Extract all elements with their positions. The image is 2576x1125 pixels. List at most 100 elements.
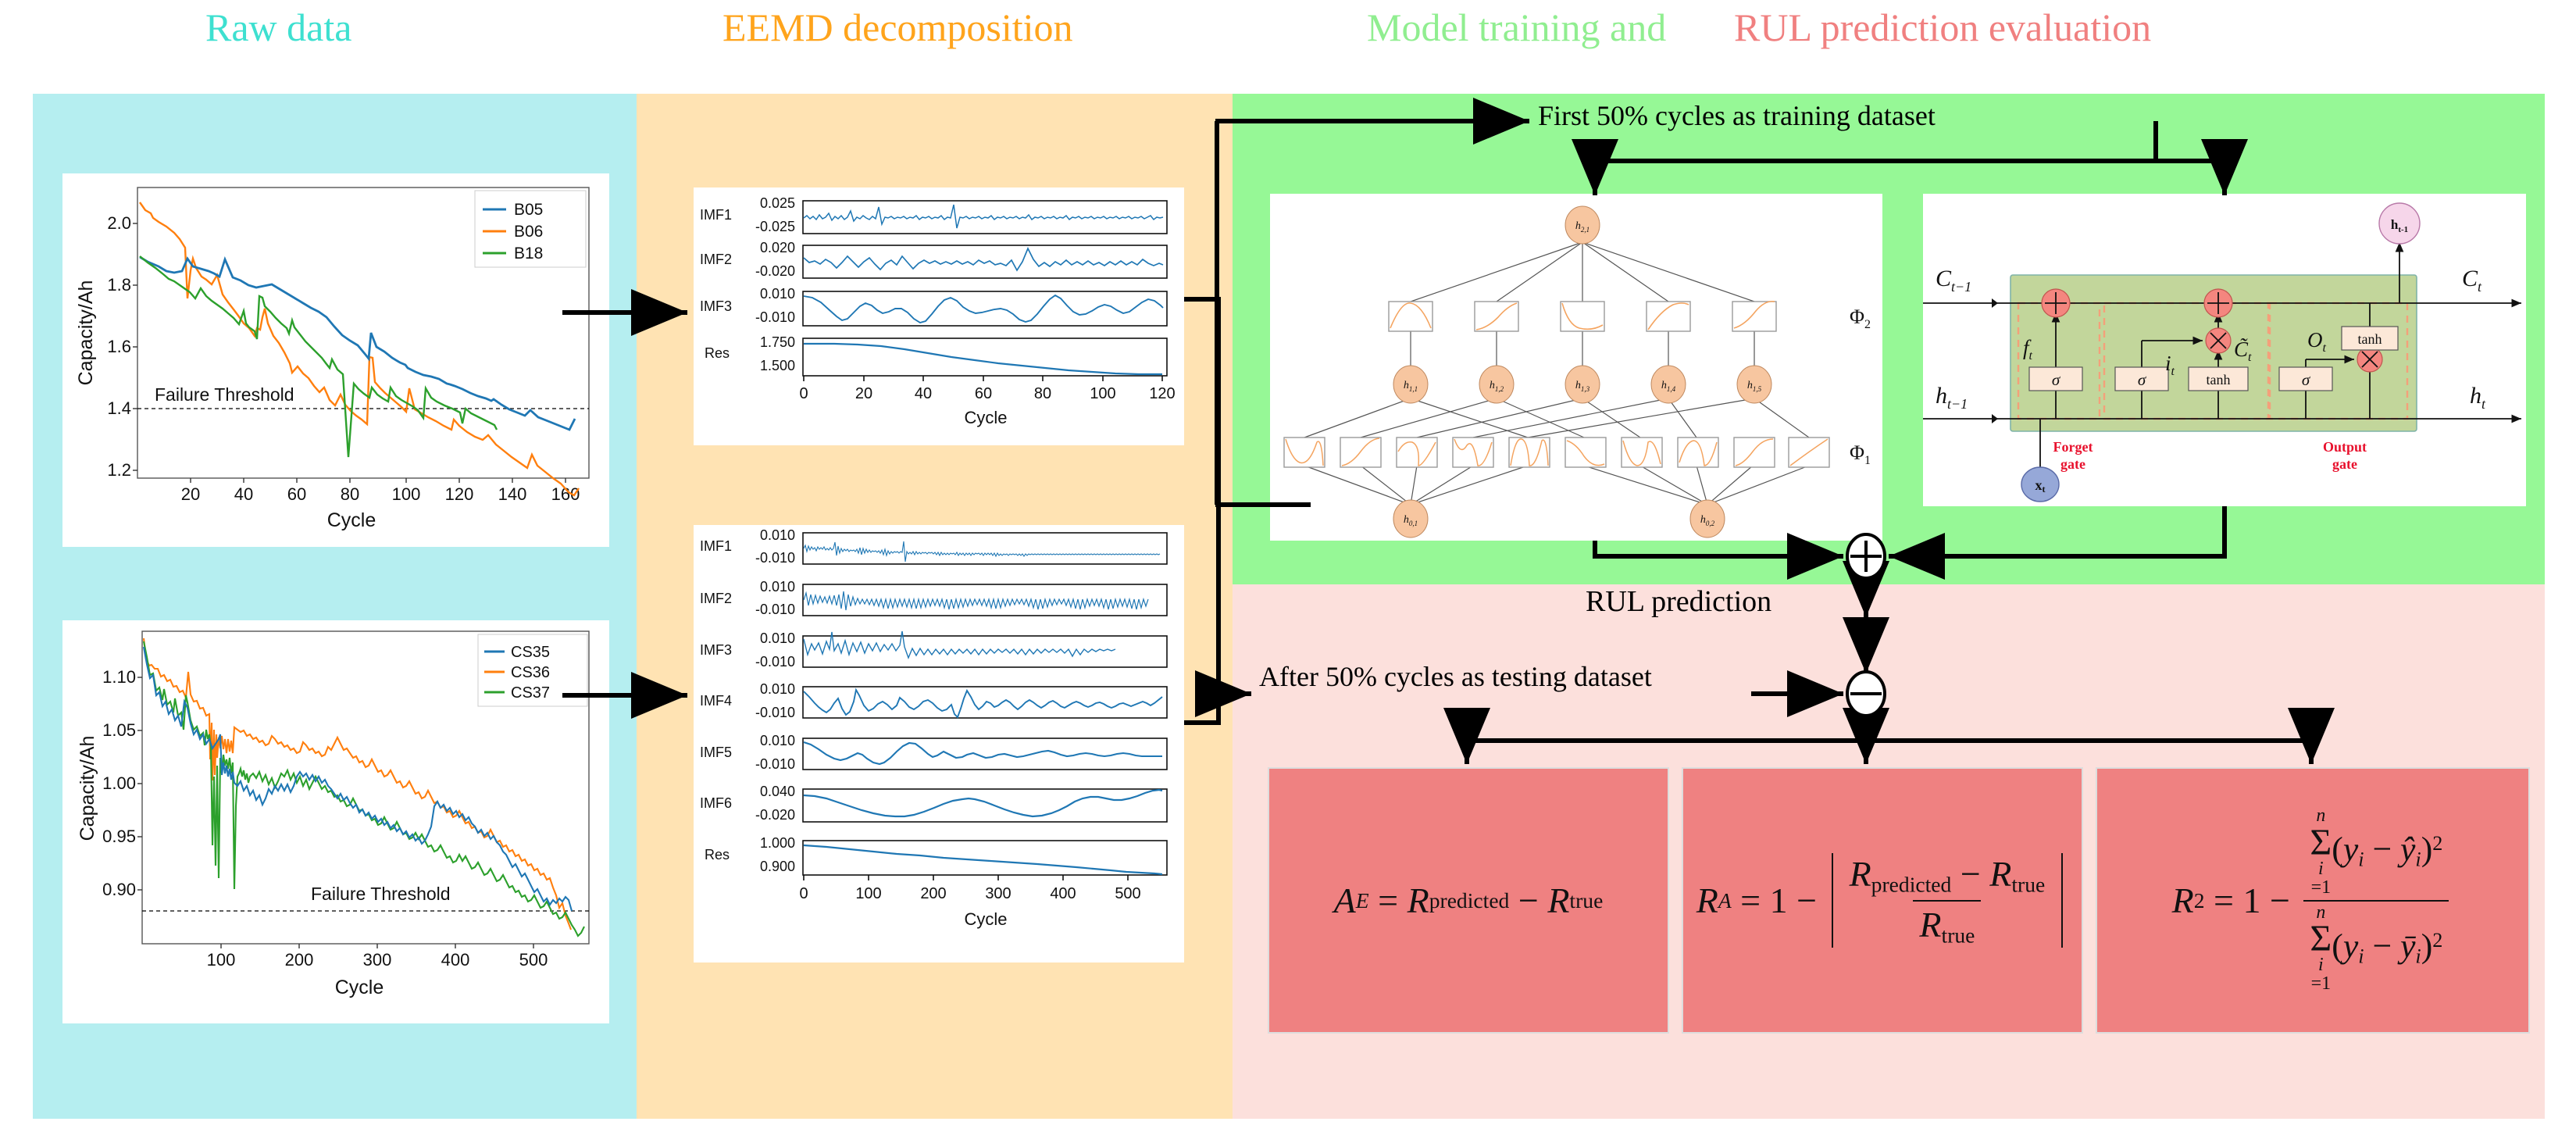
kan-node-input: h0,1 [1393,499,1429,538]
label-rul-prediction: RUL prediction [1586,585,1772,618]
svg-text:120: 120 [1149,385,1175,402]
eemd2-ymin-imf4: -0.010 [755,705,795,720]
section-header-raw-data: Raw data [205,5,352,49]
svg-text:120: 120 [445,484,474,504]
eemd2-label-imf5: IMF5 [700,745,732,760]
kan-phi1-box [1508,437,1550,468]
series-b05 [139,255,576,431]
section-header-eemd: EEMD decomposition [722,5,1073,49]
difference-minus-operator [1846,670,1886,717]
eemd2-label-imf6: IMF6 [700,795,732,811]
series-cs37 [142,641,585,938]
kan-phi1-box [1340,437,1382,468]
eemd-ymin-imf1: -0.025 [755,219,795,234]
eemd2-ymax-imf5: 0.010 [760,733,795,748]
eemd2-ymin-imf2: -0.010 [755,602,795,617]
svg-text:20: 20 [855,385,872,402]
eemd2-ymax-imf3: 0.010 [760,630,795,646]
diagram-lstm-cell: σ σ tanh σ tanh ht-1 [1923,194,2526,506]
svg-text:0.95: 0.95 [102,827,136,846]
eemd2-label-imf1: IMF1 [700,538,732,554]
svg-text:400: 400 [441,950,470,970]
lstm-gate-tanh-output: tanh [2341,326,2399,351]
eemd-label-imf1: IMF1 [700,207,732,223]
eemd2-ymax-res: 1.000 [760,835,795,851]
kan-phi1-box [1565,437,1607,468]
legend-b18: B18 [514,245,543,262]
svg-text:1.2: 1.2 [107,460,131,480]
lstm-node-x-input: xt [2021,466,2060,502]
svg-text:1.6: 1.6 [107,337,131,356]
lstm-op-plus [2041,288,2071,318]
kan-phi2-box [1560,301,1605,332]
failure-threshold-label: Failure Threshold [311,884,451,904]
lstm-label-c-t: Ct [2462,266,2482,295]
svg-text:tanh: tanh [2207,372,2231,388]
failure-threshold-label: Failure Threshold [155,384,294,405]
eemd2-label-imf2: IMF2 [700,591,732,606]
kan-phi1-box [1621,437,1663,468]
series-b06 [139,202,580,497]
svg-text:60: 60 [287,484,306,504]
legend-b05: B05 [514,201,543,219]
kan-phi1-box [1733,437,1775,468]
svg-text:400: 400 [1050,885,1076,902]
kan-phi1-box [1452,437,1494,468]
svg-text:80: 80 [341,484,359,504]
svg-text:0: 0 [799,885,808,902]
axis-label-x: Cycle [964,408,1007,427]
svg-text:500: 500 [519,950,548,970]
svg-text:1.05: 1.05 [102,720,136,740]
axis-label-x: Cycle [327,509,376,531]
lstm-label-c-tilde: C̃t [2234,338,2252,364]
axis-label-x: Cycle [335,977,384,998]
chart-eemd-calce: IMF1 0.010 -0.010 IMF2 0.010 -0.010 IMF3… [694,525,1184,962]
label-testing-dataset: After 50% cycles as testing dataset [1259,661,1652,692]
eemd2-ymin-res: 0.900 [760,859,795,874]
diagram-kan-network: h2,1 h1,1 h1,2 h1,3 h1,4 h1,5 h0,1 h0,2 … [1270,194,1882,541]
svg-text:1.10: 1.10 [102,667,136,687]
svg-text:80: 80 [1034,385,1051,402]
eemd2-ymin-imf3: -0.010 [755,654,795,670]
series-cs35 [142,646,573,912]
axis-label-y: Capacity/Ah [75,280,97,386]
lstm-gate-name-forget-2: gate [2060,456,2085,472]
kan-node-output: h2,1 [1565,205,1600,245]
svg-text:200: 200 [920,885,946,902]
svg-text:σ: σ [2302,370,2311,389]
kan-node-hidden: h1,4 [1650,365,1686,404]
lstm-op-plus [2203,288,2233,318]
eemd-ymax-imf1: 0.025 [760,195,795,211]
kan-node-input: h0,2 [1689,499,1725,538]
legend-cs37: CS37 [511,684,550,702]
legend-b06: B06 [514,223,543,241]
lstm-gate-sigmoid-output: σ [2278,366,2333,391]
lstm-gate-name-output: Output [2323,439,2367,455]
eemd-ymin-res: 1.500 [760,358,795,373]
svg-text:tanh: tanh [2358,331,2382,347]
svg-text:20: 20 [181,484,200,504]
series-b18 [139,255,498,458]
eemd-label-imf3: IMF3 [700,298,732,314]
kan-phi1-box [1396,437,1438,468]
svg-text:1.8: 1.8 [107,275,131,295]
svg-text:40: 40 [234,484,253,504]
svg-text:100: 100 [855,885,881,902]
lstm-gate-name-output-2: gate [2332,456,2357,472]
svg-text:140: 140 [498,484,527,504]
kan-node-hidden: h1,2 [1479,365,1515,404]
svg-text:200: 200 [285,950,314,970]
kan-phi1-box [1788,437,1830,468]
kan-node-hidden: h1,1 [1393,365,1429,404]
eemd-ymin-imf2: -0.020 [755,263,795,279]
legend-cs36: CS36 [511,664,550,681]
eemd-ymax-imf2: 0.020 [760,240,795,255]
svg-text:0.90: 0.90 [102,880,136,899]
